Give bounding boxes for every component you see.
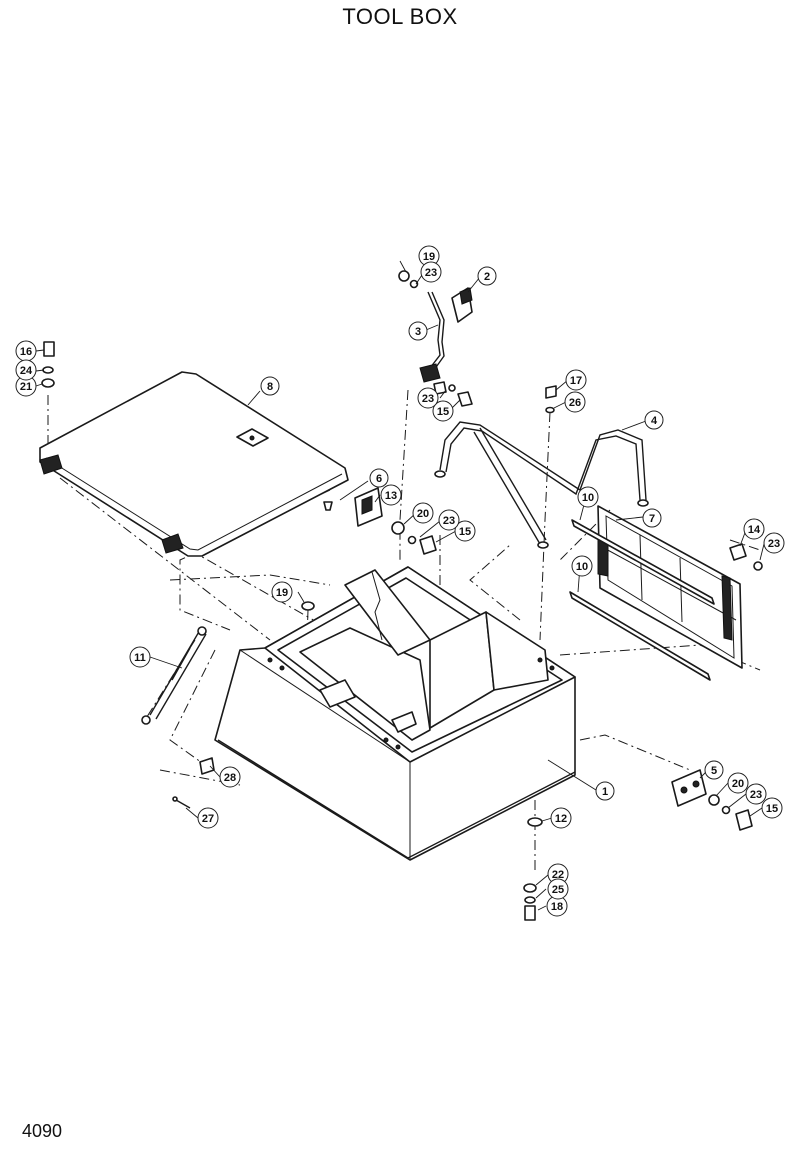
callout-2-label: 2 xyxy=(484,271,490,283)
callout-28: 28 xyxy=(219,766,241,788)
callout-14-label: 14 xyxy=(748,524,761,536)
callout-26-label: 26 xyxy=(569,397,581,409)
callout-19b: 19 xyxy=(271,581,293,603)
callout-10b: 10 xyxy=(571,555,593,577)
bolt-stack-part-16 xyxy=(41,341,55,388)
callout-5: 5 xyxy=(704,760,724,780)
lid-part-8 xyxy=(39,371,349,557)
callout-19b-label: 19 xyxy=(276,587,288,599)
plug-part-12 xyxy=(527,817,543,827)
page-number: 4090 xyxy=(22,1121,63,1141)
callout-22: 22 xyxy=(547,863,569,885)
callout-12-label: 12 xyxy=(555,813,567,825)
callout-15b-label: 15 xyxy=(459,526,471,538)
gas-spring-part-11 xyxy=(141,626,207,725)
callout-17-label: 17 xyxy=(570,375,582,387)
cap-part-19 xyxy=(301,601,315,611)
callout-26: 26 xyxy=(564,391,586,413)
callout-2: 2 xyxy=(477,266,497,286)
callout-11: 11 xyxy=(129,646,151,668)
bolt-stack-part-18 xyxy=(523,883,537,921)
catch-bracket-part-13 xyxy=(354,487,437,555)
callout-21: 21 xyxy=(15,375,37,397)
callout-16: 16 xyxy=(15,340,37,362)
callout-20a: 20 xyxy=(412,502,434,524)
callout-23d-label: 23 xyxy=(768,538,780,550)
callout-23a-label: 23 xyxy=(425,267,437,279)
callout-24-label: 24 xyxy=(20,365,33,377)
callout-6-label: 6 xyxy=(376,473,382,485)
callout-19a-label: 19 xyxy=(423,251,435,263)
callout-20b-label: 20 xyxy=(732,778,744,790)
frame-part-7 xyxy=(597,505,743,669)
callout-23d: 23 xyxy=(763,532,785,554)
bolt-part-14 xyxy=(729,543,763,571)
callout-22-label: 22 xyxy=(552,869,564,881)
callout-15b: 15 xyxy=(454,520,476,542)
callout-23b-label: 23 xyxy=(422,393,434,405)
callout-23e-label: 23 xyxy=(750,789,762,801)
box-body-part-1 xyxy=(214,566,576,861)
callout-7-label: 7 xyxy=(649,513,655,525)
callout-13-label: 13 xyxy=(385,490,397,502)
callout-28-label: 28 xyxy=(224,772,236,784)
callout-24: 24 xyxy=(15,359,37,381)
callout-1: 1 xyxy=(595,781,615,801)
handle-bar-part-4 xyxy=(434,421,649,549)
callout-10a-label: 10 xyxy=(582,492,594,504)
rail-part-10b xyxy=(569,591,711,681)
callout-15a-label: 15 xyxy=(437,406,449,418)
callout-23c-label: 23 xyxy=(443,515,455,527)
callout-17: 17 xyxy=(565,369,587,391)
callout-20a-label: 20 xyxy=(417,508,429,520)
callout-7: 7 xyxy=(642,508,662,528)
callout-4-label: 4 xyxy=(651,415,658,427)
callout-3: 3 xyxy=(408,321,428,341)
callout-27: 27 xyxy=(197,807,219,829)
callout-12: 12 xyxy=(550,807,572,829)
callout-1-label: 1 xyxy=(602,786,608,798)
callout-15c-label: 15 xyxy=(766,803,778,815)
callout-10a: 10 xyxy=(577,486,599,508)
callout-20b: 20 xyxy=(727,772,749,794)
callout-10b-label: 10 xyxy=(576,561,588,573)
bolt-part-17 xyxy=(545,385,557,414)
callout-6: 6 xyxy=(369,468,389,488)
callout-13: 13 xyxy=(380,484,402,506)
callout-23b: 23 xyxy=(417,387,439,409)
callout-8: 8 xyxy=(260,376,280,396)
callout-23a: 23 xyxy=(420,261,442,283)
callout-14: 14 xyxy=(743,518,765,540)
callout-4: 4 xyxy=(644,410,664,430)
callout-8-label: 8 xyxy=(267,381,273,393)
callout-25-label: 25 xyxy=(552,884,564,896)
callout-18-label: 18 xyxy=(551,901,563,913)
callout-23c: 23 xyxy=(438,509,460,531)
callout-25: 25 xyxy=(547,878,569,900)
pin-part-28 xyxy=(172,757,215,809)
rail-part-10a xyxy=(571,519,715,605)
callout-3-label: 3 xyxy=(415,326,421,338)
hinge-part-5 xyxy=(671,769,753,831)
callout-16-label: 16 xyxy=(20,346,32,358)
callout-23e: 23 xyxy=(745,783,767,805)
callout-11-label: 11 xyxy=(134,652,146,664)
handle-part-2 xyxy=(451,287,473,323)
callout-5-label: 5 xyxy=(711,765,717,777)
callout-15a: 15 xyxy=(432,400,454,422)
callout-15c: 15 xyxy=(761,797,783,819)
callout-21-label: 21 xyxy=(20,381,32,393)
page-title: TOOL BOX xyxy=(342,4,458,29)
callout-27-label: 27 xyxy=(202,813,214,825)
